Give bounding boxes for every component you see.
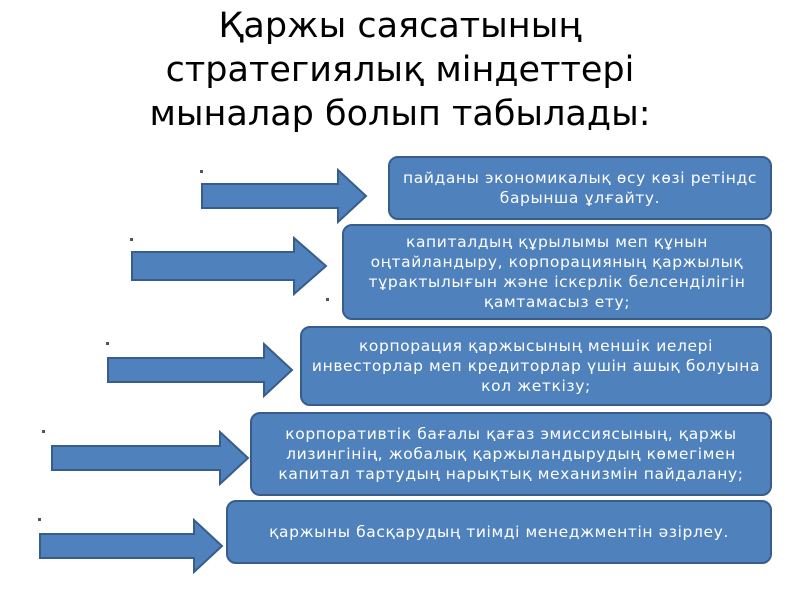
bullet-dot [200,170,203,173]
task-text-4: корпоративтік бағалы қағаз эмиссиясының,… [278,425,744,483]
bullet-dot [106,342,109,345]
arrow-right-icon [200,168,368,224]
arrow-right-icon [38,518,226,574]
task-box-3: корпорация қаржысының меншік иелері инве… [300,326,772,406]
slide-title-line-3: мыналар болып табылады: [149,94,651,134]
arrow-right-icon [130,236,330,296]
bullet-dot [38,518,41,521]
task-box-4: корпоративтік бағалы қағаз эмиссиясының,… [250,412,772,496]
task-box-1: пайданы экономикалық өсу көзі ретіндс ба… [388,156,772,220]
slide-title-line-2: стратегиялық міндеттері [165,50,635,90]
arrow-right-icon [50,430,252,486]
task-box-2: капиталдың құрылымы меп құнын оңтайланды… [342,224,772,320]
task-text-5: қаржыны басқарудың тиімді менеджментін ә… [269,523,729,541]
slide-title-line-1: Қаржы саясатының [218,6,582,46]
task-text-1: пайданы экономикалық өсу көзі ретіндс ба… [403,169,757,207]
bullet-dot [130,238,133,241]
task-text-2: капиталдың құрылымы меп құнын оңтайланды… [368,233,746,311]
task-text-3: корпорация қаржысының меншік иелері инве… [311,337,761,395]
arrow-right-icon [106,342,296,398]
bullet-dot [42,430,45,433]
task-box-5: қаржыны басқарудың тиімді менеджментін ә… [226,500,772,564]
bullet-dot [326,298,329,301]
slide-title: Қаржы саясатының стратегиялық міндеттері… [0,4,800,136]
